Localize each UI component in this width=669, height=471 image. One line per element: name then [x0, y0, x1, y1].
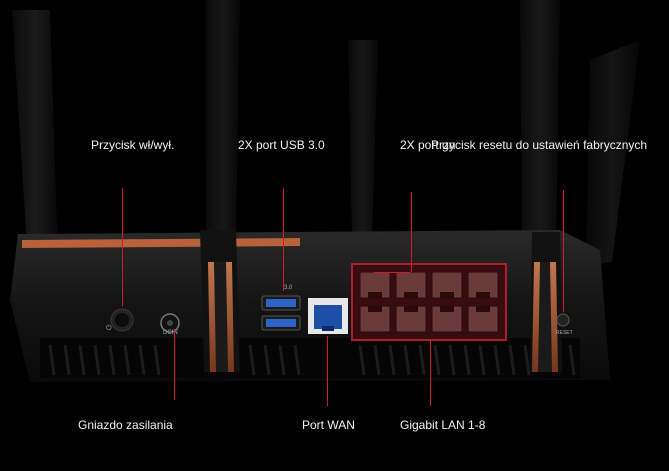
svg-text:⏻: ⏻: [106, 324, 112, 332]
usb-mark: 3.0: [284, 285, 293, 291]
antenna-mid-left-far: [205, 0, 240, 234]
wan-port: [308, 298, 348, 334]
label-reset-button: Przycisk resetu do ustawień fabrycznych: [431, 138, 648, 152]
label-wan-port: Port WAN: [302, 418, 355, 432]
usb-ports: [261, 295, 301, 331]
dc-mark: DCIN: [163, 330, 178, 336]
lan-port-block: [351, 263, 507, 341]
callout-line-lan-top: [411, 192, 412, 272]
antenna-mount-right: [530, 232, 562, 372]
callout-line-power-jack: [174, 330, 175, 400]
callout-line-wan: [327, 336, 328, 406]
antenna-far-right: [586, 40, 640, 266]
label-ports-overlap: 2X port gn: [400, 138, 456, 152]
antenna-mount-left: [200, 230, 240, 372]
antenna-center-far: [348, 40, 378, 238]
callout-line-power-button: [122, 188, 123, 306]
antenna-left-far: [12, 10, 58, 262]
reset-button: [556, 313, 570, 327]
callout-line-lan-bottom: [430, 340, 431, 406]
power-button: ⏻: [106, 308, 134, 332]
dc-jack: [160, 313, 180, 333]
label-power-jack: Gniazdo zasilania: [78, 418, 173, 432]
label-usb-ports: 2X port USB 3.0: [238, 138, 325, 152]
callout-line-reset: [563, 190, 564, 312]
callout-line-usb: [283, 188, 284, 291]
label-lan-ports: Gigabit LAN 1-8: [400, 418, 486, 432]
antenna-right-far: [520, 0, 560, 252]
label-power-button: Przycisk wł/wył.: [91, 138, 175, 152]
callout-line-lan-left: [374, 272, 410, 273]
reset-mark: RESET: [556, 330, 573, 336]
